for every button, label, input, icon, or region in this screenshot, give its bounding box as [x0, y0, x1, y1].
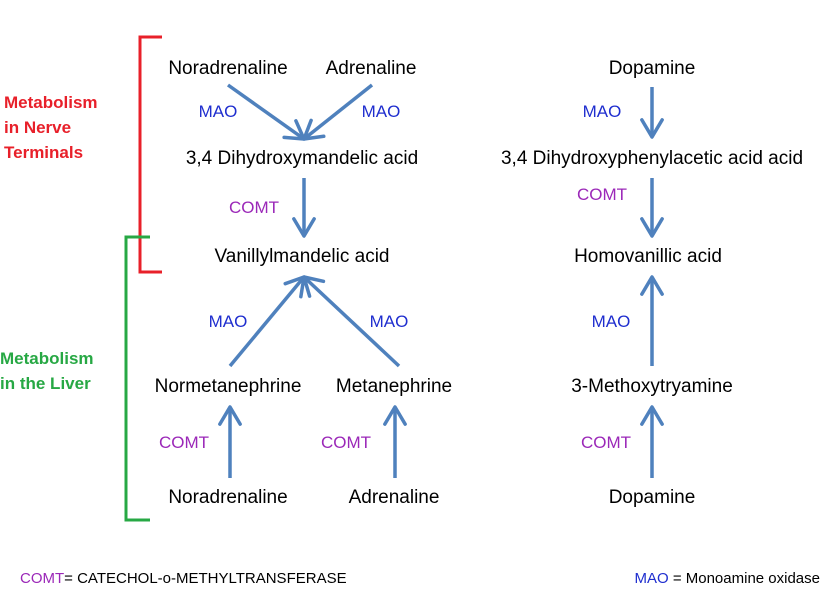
- legend-comt-abbr: COMT: [20, 570, 65, 587]
- arrow-noradrenaline-to-dhma: [226, 83, 306, 141]
- liver-label-line2: in the Liver: [0, 374, 91, 393]
- legend-comt: COMT= CATECHOL-o-METHYLTRANSFERASE: [20, 571, 347, 586]
- node-dopamine-top: Dopamine: [608, 58, 696, 79]
- nerve-label-line3: Terminals: [4, 143, 84, 162]
- enzyme-mao-right-upper: MAO: [591, 312, 631, 331]
- enzyme-comt-lower-right: COMT: [320, 433, 372, 452]
- node-dihydroxymandelic-acid: 3,4 Dihydroxymandelic acid: [185, 148, 419, 169]
- node-dopamine-bottom: Dopamine: [608, 487, 696, 508]
- node-noradrenaline-top: Noradrenaline: [168, 58, 288, 79]
- liver-bracket: [124, 235, 150, 522]
- node-dihydroxyphenylacetic-acid: 3,4 Dihydroxyphenylacetic acid acid: [500, 148, 804, 169]
- nerve-terminals-region-label: Metabolism in Nerve Terminals: [4, 90, 124, 165]
- enzyme-mao-top-left: MAO: [198, 102, 238, 121]
- node-metanephrine: Metanephrine: [335, 376, 453, 397]
- nerve-terminals-bracket: [138, 35, 162, 274]
- legend-mao-abbr: MAO: [634, 570, 669, 587]
- node-adrenaline-top: Adrenaline: [325, 58, 417, 79]
- node-homovanillic-acid: Homovanillic acid: [574, 246, 722, 267]
- liver-label-line1: Metabolism: [0, 349, 94, 368]
- enzyme-comt-lower-left: COMT: [158, 433, 210, 452]
- legend-mao-definition: = Monoamine oxidase: [668, 570, 820, 587]
- liver-region-label: Metabolism in the Liver: [0, 346, 120, 396]
- node-noradrenaline-bottom: Noradrenaline: [168, 487, 288, 508]
- arrow-normetanephrine-to-vma: [228, 275, 306, 368]
- node-methoxytyramine: 3-Methoxytryamine: [571, 376, 733, 397]
- enzyme-mao-top-right: MAO: [361, 102, 401, 121]
- node-vanillylmandelic-acid: Vanillylmandelic acid: [214, 246, 390, 267]
- nerve-label-line2: in Nerve: [4, 118, 72, 137]
- enzyme-comt-right-lower: COMT: [580, 433, 632, 452]
- arrow-metanephrine-to-vma: [302, 275, 401, 368]
- enzyme-mao-upper-left: MAO: [208, 312, 248, 331]
- legend-mao: MAO = Monoamine oxidase: [634, 571, 820, 586]
- enzyme-mao-upper-right: MAO: [369, 312, 409, 331]
- enzyme-comt-right-middle: COMT: [576, 185, 628, 204]
- node-adrenaline-bottom: Adrenaline: [348, 487, 440, 508]
- enzyme-mao-right-top: MAO: [582, 102, 622, 121]
- legend-comt-definition: = CATECHOL-o-METHYLTRANSFERASE: [64, 570, 347, 587]
- nerve-label-line1: Metabolism: [4, 93, 98, 112]
- node-normetanephrine: Normetanephrine: [154, 376, 302, 397]
- arrow-adrenaline-to-dhma: [302, 83, 374, 141]
- enzyme-comt-middle: COMT: [228, 198, 280, 217]
